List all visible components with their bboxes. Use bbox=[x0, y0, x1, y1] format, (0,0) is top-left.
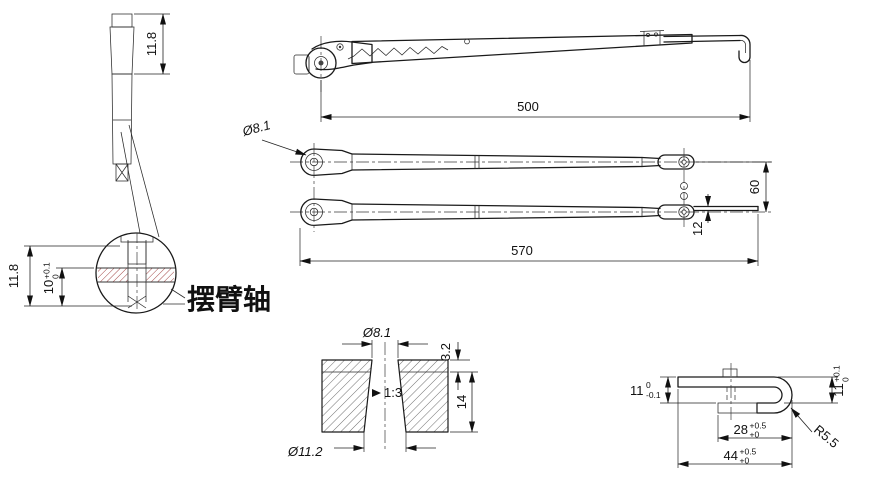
upper-arm-end-cap bbox=[657, 154, 695, 170]
arm-spring bbox=[353, 46, 449, 57]
dim-detail-fit-upper: +0.1 bbox=[42, 262, 52, 279]
dim-detail-fit: 10 bbox=[41, 280, 56, 294]
shaft-cap bbox=[111, 13, 133, 28]
section-left-half bbox=[321, 359, 373, 433]
dim-shaft-knurl-height: 11.8 bbox=[144, 32, 159, 56]
dim-section-depth: 14 bbox=[454, 395, 469, 409]
pivot-boss bbox=[305, 47, 337, 79]
taper-ratio-label: 1:3 bbox=[384, 385, 402, 400]
dim-hook-overall-width-lower: +0 bbox=[740, 456, 750, 466]
lower-arm-head bbox=[300, 198, 353, 227]
dim-hook-opening-height: 11 bbox=[831, 383, 846, 397]
dim-hook-overall-width: 44 bbox=[724, 448, 738, 463]
arm-end-hook bbox=[738, 34, 751, 64]
view-detail-callout: 11.8 10 +0.1 0 摆臂轴 bbox=[6, 232, 271, 315]
part-name-label: 摆臂轴 bbox=[187, 284, 271, 315]
dim-assembly-length: 500 bbox=[517, 99, 539, 114]
dim-arm-length: 570 bbox=[511, 243, 533, 258]
hook-outline bbox=[677, 376, 793, 414]
detail-leader-line bbox=[120, 131, 141, 234]
dim-hook-overall-width-upper: +0.5 bbox=[740, 447, 757, 457]
section-right-half bbox=[397, 359, 449, 433]
dim-hook-end-width-upper: 0 bbox=[646, 380, 651, 390]
dim-hook-inner-width-upper: +0.5 bbox=[750, 421, 767, 431]
dim-hook-opening-height-lower: 0 bbox=[841, 377, 851, 382]
dim-detail-fit-lower: 0 bbox=[51, 274, 61, 279]
dim-hook-end-width: 11 bbox=[630, 383, 644, 398]
dim-section-bottom-dia: Ø11.2 bbox=[287, 444, 323, 459]
dim-arm-hole-dia: Ø8.1 bbox=[240, 117, 272, 139]
dim-hook-inner-width: 28 bbox=[734, 422, 748, 437]
detail-red-hatch-left bbox=[98, 268, 128, 282]
dim-hook-opening-height-upper: +0.1 bbox=[832, 365, 842, 382]
view-arm-assembly: 500 bbox=[293, 30, 751, 122]
dim-section-top-dia: Ø8.1 bbox=[362, 325, 391, 340]
dim-hook-end-width-lower: -0.1 bbox=[646, 390, 661, 400]
shaft-knurl bbox=[109, 26, 135, 75]
shaft-body bbox=[111, 73, 133, 165]
dim-arm-spread: 60 bbox=[747, 180, 762, 194]
view-arm-pair: Ø8.1 60 12 570 bbox=[240, 117, 772, 266]
upper-arm-head bbox=[300, 148, 353, 177]
dim-hook-radius: R5.5 bbox=[811, 422, 842, 451]
lower-arm-end-cap bbox=[657, 204, 695, 220]
detail-red-hatch-right bbox=[146, 268, 174, 282]
view-shaft-side: 11.8 bbox=[109, 13, 170, 238]
dim-section-step-depth: 3.2 bbox=[438, 343, 453, 361]
hook-plate-section bbox=[717, 402, 758, 414]
view-hook: 11 0 -0.1 11 +0.1 0 28 +0.5 +0 44 +0.5 +… bbox=[630, 363, 851, 468]
hook-screw-head bbox=[722, 368, 738, 378]
detail-leader-line bbox=[128, 124, 160, 238]
arm-channel bbox=[351, 33, 693, 65]
view-section: 1:3 Ø8.1 Ø11.2 3.2 14 bbox=[287, 325, 478, 459]
detail-contents bbox=[96, 233, 176, 310]
dim-arm-offset: 12 bbox=[690, 222, 705, 236]
arm-head bbox=[311, 40, 373, 71]
dim-hook-inner-width-lower: +0 bbox=[750, 430, 760, 440]
taper-symbol-icon bbox=[372, 389, 381, 397]
dim-detail-total-height: 11.8 bbox=[6, 264, 21, 288]
